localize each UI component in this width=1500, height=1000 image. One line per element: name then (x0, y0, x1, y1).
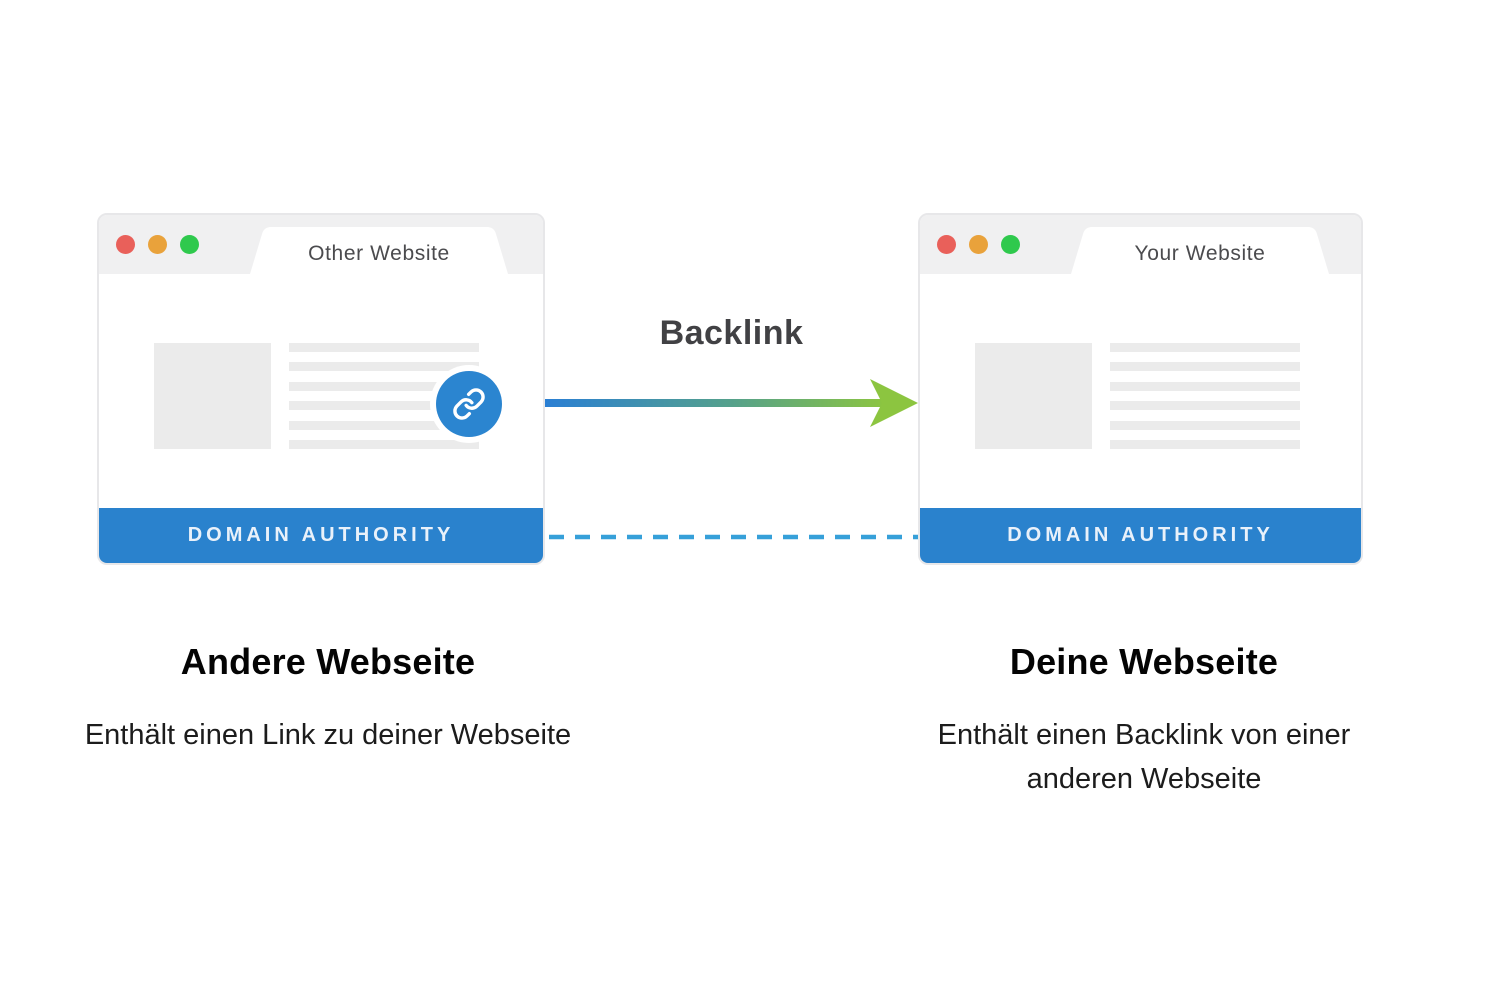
close-window-icon (116, 235, 135, 254)
text-placeholder (1110, 343, 1300, 449)
image-placeholder (975, 343, 1092, 449)
window-controls (937, 235, 1020, 254)
text-placeholder (289, 343, 479, 449)
backlink-label: Backlink (659, 314, 804, 352)
backlink-arrow (545, 379, 918, 427)
browser-tab: Other Website (250, 227, 508, 274)
minimize-window-icon (148, 235, 167, 254)
minimize-window-icon (969, 235, 988, 254)
left-caption: Andere Webseite Enthält einen Link zu de… (58, 641, 598, 757)
browser-tab: Your Website (1071, 227, 1329, 274)
other-website-content (99, 274, 543, 512)
browser-tab-shape (250, 227, 508, 274)
browser-tab-shape (1071, 227, 1329, 274)
domain-authority-dashed-connector (549, 534, 918, 540)
link-icon (453, 388, 485, 420)
window-controls (116, 235, 199, 254)
domain-authority-bar: DOMAIN AUTHORITY (920, 508, 1361, 563)
tab-title: Your Website (1134, 241, 1266, 265)
image-placeholder (154, 343, 271, 449)
right-caption: Deine Webseite Enthält einen Backlink vo… (894, 641, 1394, 801)
domain-authority-bar: DOMAIN AUTHORITY (99, 508, 543, 563)
close-window-icon (937, 235, 956, 254)
other-website-window: Other Website DOMAIN AUTHORITY (97, 213, 545, 565)
tab-title: Other Website (308, 241, 450, 265)
left-caption-title: Andere Webseite (180, 641, 476, 682)
domain-authority-label: DOMAIN AUTHORITY (187, 524, 455, 546)
domain-authority-label: DOMAIN AUTHORITY (1007, 524, 1274, 546)
maximize-window-icon (1001, 235, 1020, 254)
link-badge (436, 371, 502, 437)
left-caption-description: Enthält einen Link zu deiner Webseite (84, 719, 572, 751)
right-caption-description: Enthält einen Backlink von einer anderen… (937, 719, 1351, 795)
maximize-window-icon (180, 235, 199, 254)
your-website-content (920, 274, 1361, 512)
right-caption-title: Deine Webseite (1009, 641, 1279, 682)
other-website-titlebar: Other Website (99, 215, 543, 274)
your-website-window: Your Website DOMAIN AUTHORITY (918, 213, 1363, 565)
arrowhead-icon (870, 379, 918, 427)
your-website-titlebar: Your Website (920, 215, 1361, 274)
